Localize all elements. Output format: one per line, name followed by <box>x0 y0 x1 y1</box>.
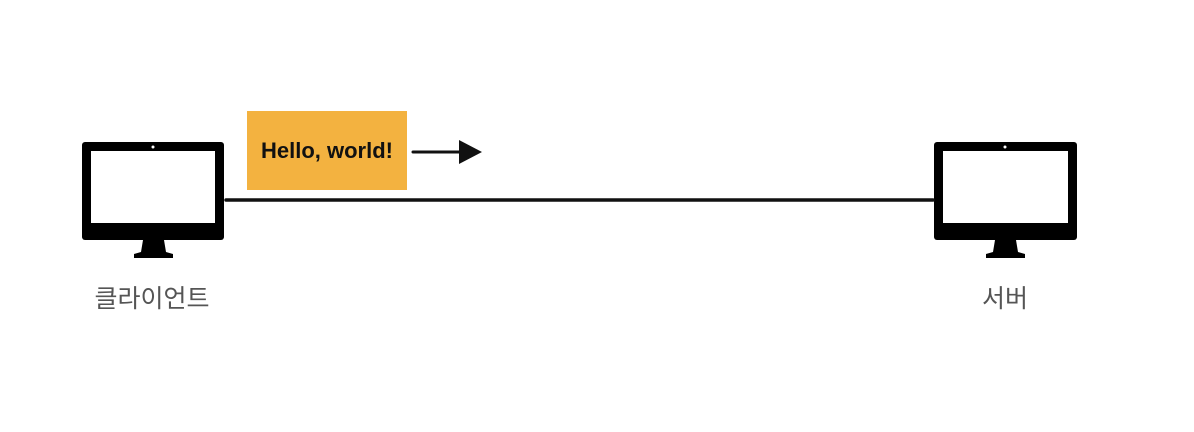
message-box-background <box>247 111 407 190</box>
direction-arrow-head <box>459 140 482 164</box>
client-monitor-camera <box>151 145 155 149</box>
client-monitor-stand <box>134 240 173 258</box>
server-monitor-icon <box>934 142 1077 258</box>
server-monitor-camera <box>1003 145 1007 149</box>
client-label: 클라이언트 <box>94 284 210 313</box>
message-box: Hello, world! <box>247 111 407 190</box>
server-monitor-stand <box>986 240 1025 258</box>
client-monitor-icon <box>82 142 224 258</box>
server-label: 서버 <box>981 284 1028 313</box>
message-text: Hello, world! <box>261 137 393 163</box>
direction-arrow-icon <box>411 140 482 164</box>
client-monitor-screen <box>91 151 215 223</box>
server-monitor-screen <box>943 151 1068 223</box>
